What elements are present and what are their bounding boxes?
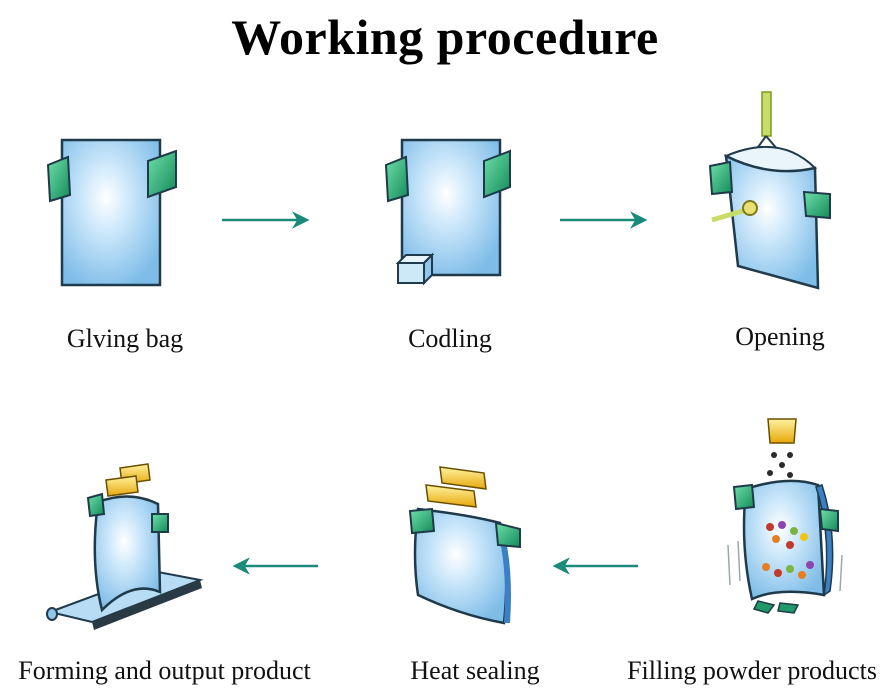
step-label: Heat sealing — [410, 656, 540, 685]
opening-bag-icon — [708, 91, 831, 290]
filling-bag-icon — [727, 418, 843, 614]
product-granules-icon — [762, 521, 814, 579]
arrow-left-icon — [552, 557, 638, 575]
page-title: Working procedure — [231, 9, 659, 65]
arrow-right-icon — [222, 211, 310, 229]
coding-bag-icon — [384, 138, 511, 286]
flat-bag-icon — [46, 138, 177, 287]
step-label: Codling — [408, 324, 492, 353]
step-label: Filling powder products — [627, 656, 877, 685]
conveyor-output-icon — [46, 463, 204, 630]
arrow-right-icon — [560, 211, 648, 229]
arrow-left-icon — [232, 557, 318, 575]
step-label: Opening — [735, 322, 825, 351]
step-label: Glving bag — [66, 324, 184, 353]
step-label: Forming and output product — [18, 656, 311, 685]
powder-particles-icon — [767, 452, 793, 478]
heat-sealing-icon — [408, 466, 521, 625]
